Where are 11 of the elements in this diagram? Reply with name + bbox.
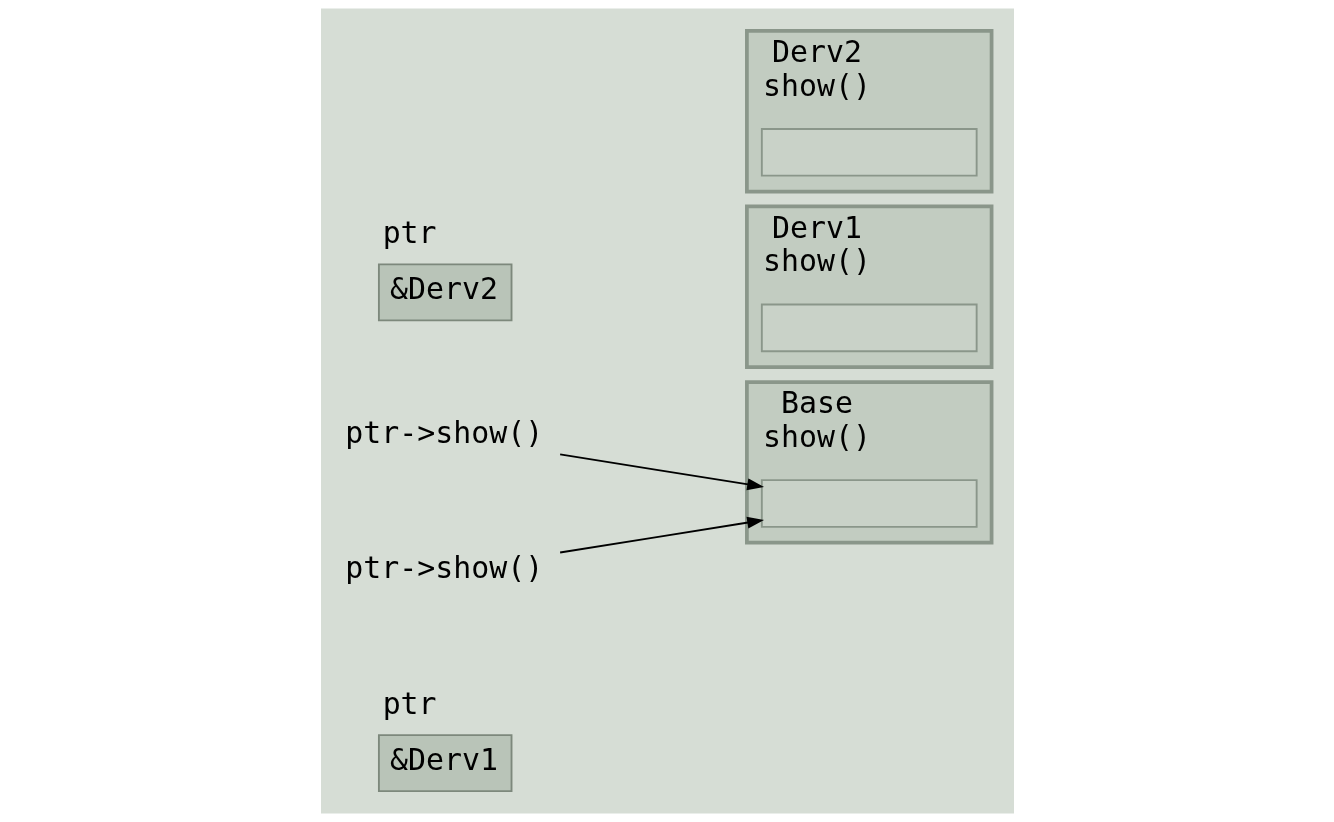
node-label: ptr [382, 686, 437, 722]
node-text: ptr->show() [344, 549, 543, 585]
arrow [558, 453, 764, 491]
node-box [760, 479, 978, 528]
cluster: Derv2 show() [744, 29, 993, 194]
node-text: ptr->show() [344, 415, 543, 451]
arrow [558, 516, 764, 554]
node-label: ptr [382, 215, 437, 251]
cluster: Derv1 show() [744, 204, 993, 369]
node-box [760, 128, 978, 177]
node-box [760, 303, 978, 353]
